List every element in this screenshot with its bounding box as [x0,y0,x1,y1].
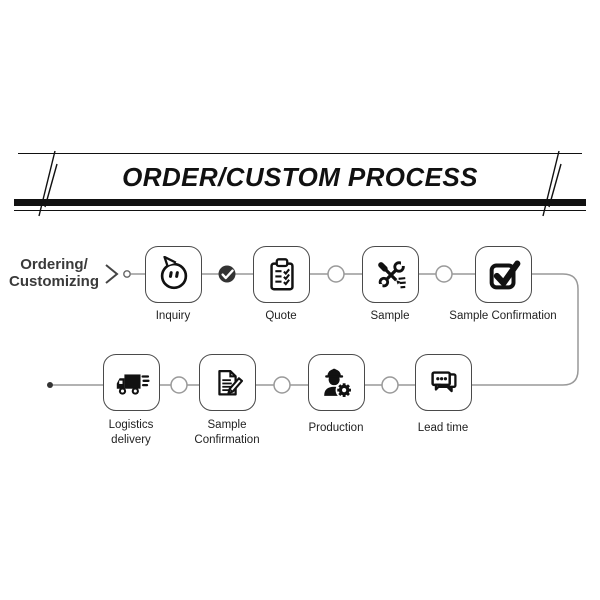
connector-node [170,376,188,394]
speech-bubble-icon [160,255,187,289]
document-pencil-icon [217,369,243,396]
step-label-inquiry: Inquiry [155,310,191,322]
connector-node [381,376,399,394]
header-slash-left [38,150,58,217]
end-dot [47,382,53,388]
chat-bubbles-icon [430,370,457,392]
connector-node [435,265,453,283]
step-label-quote: Quote [265,310,297,322]
header-top-rule [18,153,582,154]
tools-icon [376,259,409,290]
step-box-sample-confirmation [475,246,532,303]
step-label-production: Production [308,422,364,434]
clipboard-checklist-icon [269,257,294,290]
header-sub-rule [14,210,586,211]
step-box-production [308,354,365,411]
delivery-truck-icon [116,373,150,395]
page-title: ORDER/CUSTOM PROCESS [122,162,478,192]
flow-start-label-line1: Ordering/ [20,256,88,273]
chevron-right-icon [105,264,119,284]
step-box-sample [362,246,419,303]
step-label-sample: Sample [370,310,410,322]
step-box-quote [253,246,310,303]
start-node [123,270,131,278]
step-label-logistics-delivery: Logistics delivery [108,419,154,446]
checkbox-icon [489,260,520,289]
step-box-lead-time [415,354,472,411]
header-thick-bar [14,199,586,206]
step-label-sample-confirmation-2: Sample Confirmation [194,419,260,446]
check-node-icon [218,265,236,283]
header-slash-right [542,150,562,217]
flow-start-label: Ordering/ Customizing [2,256,106,290]
step-label-sample-confirmation: Sample Confirmation [449,310,557,322]
step-box-inquiry [145,246,202,303]
step-box-sample-confirmation-2 [199,354,256,411]
flow-start-label-line2: Customizing [9,273,99,290]
step-box-logistics-delivery [103,354,160,411]
worker-gear-icon [323,368,353,399]
connector-node [273,376,291,394]
step-label-lead-time: Lead time [417,422,469,434]
connector-node [327,265,345,283]
